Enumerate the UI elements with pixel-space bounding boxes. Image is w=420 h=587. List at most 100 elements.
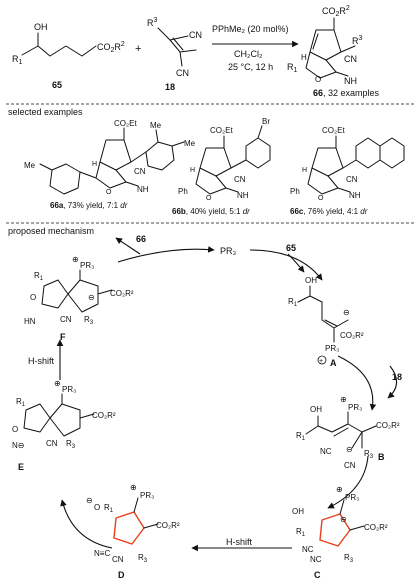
allenoate-structure: OH R1 CO2R2 xyxy=(12,22,125,66)
svg-text:⊖: ⊖ xyxy=(88,293,95,302)
intermediate-A-label: A xyxy=(330,358,337,368)
svg-text:CO₂R²: CO₂R² xyxy=(340,331,364,340)
intermediate-C-label: C xyxy=(314,570,321,580)
svg-text:Me: Me xyxy=(184,139,196,148)
svg-text:R3: R3 xyxy=(364,449,374,460)
svg-text:O: O xyxy=(106,189,112,196)
plus-sign: + xyxy=(135,43,141,55)
intermediate-D-structure: ⊖ O R1 ⊕ PR₃ CO₂R² N≡C CN R3 xyxy=(86,483,180,564)
example-66a-caption: 66a, 73% yield, 7:1 dr xyxy=(50,201,128,210)
svg-text:O: O xyxy=(206,195,212,202)
svg-text:CN: CN xyxy=(134,167,146,176)
svg-text:CN: CN xyxy=(60,315,72,324)
example-66c-structure: CO₂Et CN O NH Ph H xyxy=(290,126,405,202)
svg-text:Me: Me xyxy=(150,121,162,130)
svg-text:N⊖: N⊖ xyxy=(12,441,24,450)
svg-text:Ph: Ph xyxy=(178,187,188,196)
svg-text:CN: CN xyxy=(234,175,246,184)
svg-text:R1: R1 xyxy=(16,397,26,408)
svg-text:CN: CN xyxy=(344,461,356,470)
svg-text:N≡C: N≡C xyxy=(94,549,110,558)
intermediate-E-label: E xyxy=(18,462,24,472)
svg-text:PR₃: PR₃ xyxy=(325,344,339,353)
svg-text:PR₃: PR₃ xyxy=(80,261,94,270)
catalyst-pr3: PR₃ xyxy=(220,246,237,256)
input-65: 65 xyxy=(286,243,296,253)
svg-text:Br: Br xyxy=(262,117,270,126)
svg-text:R3: R3 xyxy=(344,553,354,564)
svg-text:O: O xyxy=(12,425,18,434)
svg-text:CN: CN xyxy=(346,175,358,184)
h-shift-left: H-shift xyxy=(28,356,55,366)
svg-text:R1: R1 xyxy=(296,527,306,538)
reaction-equation: OH R1 CO2R2 65 + R3 CN CN 18 PPhMe₂ (20 … xyxy=(12,5,380,98)
svg-text:R1: R1 xyxy=(296,431,306,442)
svg-text:CO2R2: CO2R2 xyxy=(97,41,125,54)
svg-text:NC: NC xyxy=(310,555,322,564)
svg-text:R3: R3 xyxy=(352,35,363,46)
svg-text:R1: R1 xyxy=(104,503,114,514)
svg-text:NH: NH xyxy=(344,76,357,86)
allenoate-label: 65 xyxy=(52,80,62,90)
alkene-label: 18 xyxy=(165,82,175,92)
reagent-catalyst: PPhMe₂ (20 mol%) xyxy=(212,24,289,34)
catalytic-cycle-arrows xyxy=(56,237,398,552)
svg-text:CO₂R²: CO₂R² xyxy=(156,521,180,530)
intermediate-C-structure: OH R1 ⊕ PR₃ ⊖ CO₂R² NC NC R3 xyxy=(292,485,388,564)
examples-heading: selected examples xyxy=(8,107,83,117)
svg-text:⊖: ⊖ xyxy=(346,445,353,454)
example-66b-structure: CO₂Et Br CN O NH Ph H xyxy=(178,117,271,202)
example-66a-structure: CO₂Et Me Me CN O NH Me H xyxy=(24,119,196,196)
svg-text:H: H xyxy=(190,167,195,174)
h-shift-lower: H-shift xyxy=(226,537,253,547)
svg-text:R3: R3 xyxy=(138,553,148,564)
reagent-solvent: CH₂Cl₂ xyxy=(234,49,263,59)
svg-text:CO₂Et: CO₂Et xyxy=(322,126,345,135)
output-66: 66 xyxy=(136,234,146,244)
svg-text:CO2R2: CO2R2 xyxy=(322,5,350,18)
svg-text:Ph: Ph xyxy=(290,187,300,196)
svg-text:CO₂Et: CO₂Et xyxy=(210,126,233,135)
intermediate-F-label: F xyxy=(60,332,66,342)
svg-text:⊕: ⊕ xyxy=(130,483,137,492)
svg-text:CN: CN xyxy=(46,439,58,448)
svg-text:⊖: ⊖ xyxy=(340,515,347,524)
svg-text:CN: CN xyxy=(344,54,357,64)
svg-text:O: O xyxy=(315,75,321,84)
intermediate-B-label: B xyxy=(378,452,385,462)
product-caption: 66, 32 examples xyxy=(313,88,380,98)
alkylidene-malononitrile-structure: R3 CN CN xyxy=(147,17,202,78)
svg-text:R1: R1 xyxy=(12,54,23,66)
svg-text:R3: R3 xyxy=(84,315,94,326)
svg-text:CO₂R²: CO₂R² xyxy=(110,289,134,298)
svg-text:⊕: ⊕ xyxy=(72,255,79,264)
svg-text:⊖: ⊖ xyxy=(86,496,93,505)
svg-text:NH: NH xyxy=(349,191,361,200)
svg-text:R3: R3 xyxy=(66,439,76,450)
example-66c-caption: 66c, 76% yield, 4:1 dr xyxy=(290,207,368,216)
svg-text:H: H xyxy=(92,161,97,168)
intermediate-D-label: D xyxy=(118,570,125,580)
svg-text:CN: CN xyxy=(189,30,202,40)
reagent-conditions: 25 °C, 12 h xyxy=(228,62,273,72)
intermediate-E-structure: R1 ⊕ PR₃ CO₂R² O N⊖ CN R3 xyxy=(12,379,116,450)
svg-text:R1: R1 xyxy=(34,271,44,282)
intermediate-F-structure: R1 ⊕ PR₃ ⊖ CO₂R² O HN CN R3 xyxy=(24,255,134,326)
svg-text:R1: R1 xyxy=(287,62,298,74)
product-structure: CO2R2 R3 CN O NH R1 H xyxy=(287,5,363,86)
svg-text:CO₂Et: CO₂Et xyxy=(114,119,137,128)
svg-text:⊖: ⊖ xyxy=(343,308,350,317)
svg-text:⊕: ⊕ xyxy=(340,395,347,404)
example-66b-caption: 66b, 40% yield, 5:1 dr xyxy=(172,207,250,216)
svg-text:NH: NH xyxy=(237,191,249,200)
svg-text:⊕: ⊕ xyxy=(54,379,61,388)
input-18: 18 xyxy=(392,372,402,382)
intermediate-B-structure: OH R1 ⊕ PR₃ CO₂R² NC ⊖ CN R3 xyxy=(296,395,400,470)
svg-text:CN: CN xyxy=(112,555,124,564)
svg-text:NC: NC xyxy=(320,447,332,456)
svg-text:CO₂R²: CO₂R² xyxy=(376,421,400,430)
svg-text:PR₃: PR₃ xyxy=(345,493,359,502)
svg-text:OH: OH xyxy=(34,22,48,32)
svg-text:H: H xyxy=(301,53,307,62)
